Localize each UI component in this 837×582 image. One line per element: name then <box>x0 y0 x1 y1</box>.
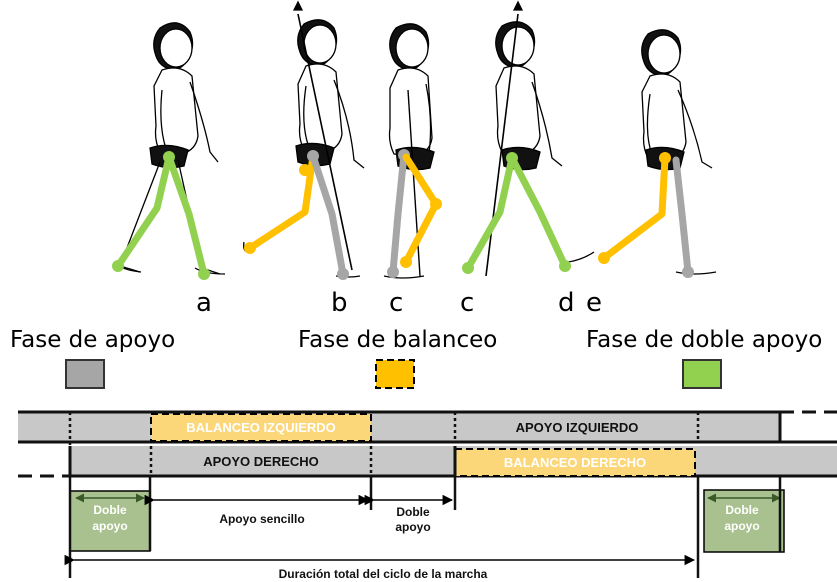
figure-a <box>114 22 226 275</box>
figure-letters: a b c c d e <box>196 288 602 318</box>
double-support-2-line2: apoyo <box>724 519 759 533</box>
legend: Fase de apoyo Fase de balanceo Fase de d… <box>10 327 822 389</box>
letter-e: e <box>586 288 602 318</box>
right-swing-segment <box>454 448 696 477</box>
letter-c-2: c <box>460 288 474 318</box>
left-foot-bar <box>18 412 780 442</box>
figure-e <box>641 29 717 275</box>
annotations: Doble apoyo Apoyo sencillo Doble apoyo D… <box>64 476 785 581</box>
leg-skeletons <box>112 149 694 280</box>
letter-b: b <box>331 288 348 318</box>
event-dividers <box>68 412 700 476</box>
left-swing-segment <box>150 413 372 442</box>
double-support-1-line1: Doble <box>93 503 127 517</box>
double-support-1-line2: apoyo <box>92 519 127 533</box>
right-stance-label: APOYO DERECHO <box>203 454 319 469</box>
legend-stance-label: Fase de apoyo <box>10 327 175 353</box>
figure-b <box>243 0 365 278</box>
double-support-mid-line1: Doble <box>396 505 430 519</box>
total-cycle-label: Duración total del ciclo de la marcha <box>279 567 488 581</box>
letter-c-1: c <box>389 288 403 318</box>
gait-bars: BALANCEO IZQUIERDO APOYO IZQUIERDO APOYO… <box>18 410 837 478</box>
single-support-label: Apoyo sencillo <box>219 512 304 526</box>
figure-c1 <box>383 23 435 279</box>
double-support-2-line1: Doble <box>725 503 759 517</box>
legend-double-swatch <box>682 359 722 389</box>
right-swing-label: BALANCEO DERECHO <box>504 455 646 470</box>
walking-figures <box>114 0 717 279</box>
legend-stance-swatch <box>65 359 105 389</box>
legend-double-label: Fase de doble apoyo <box>586 327 822 353</box>
letter-d: d <box>558 288 575 318</box>
left-stance-label: APOYO IZQUIERDO <box>516 420 639 435</box>
figure-c2 <box>485 0 595 277</box>
legend-swing-swatch <box>375 359 415 389</box>
double-support-mid-line2: apoyo <box>395 520 430 534</box>
letter-a: a <box>196 288 212 318</box>
legend-swing-label: Fase de balanceo <box>298 327 497 353</box>
left-swing-label: BALANCEO IZQUIERDO <box>186 420 336 435</box>
